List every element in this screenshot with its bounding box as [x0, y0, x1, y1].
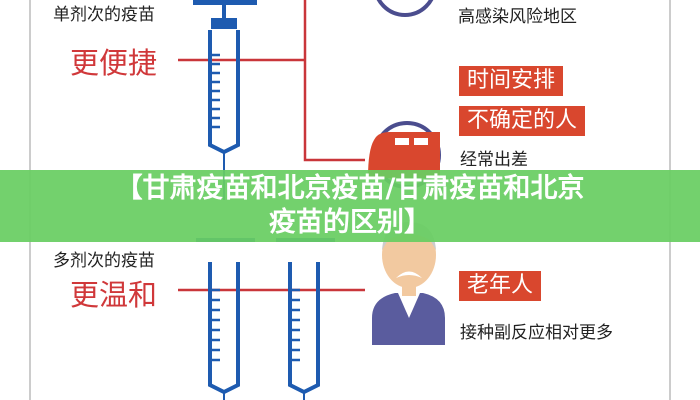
single-dose-benefit: 更便捷: [70, 46, 158, 80]
multi-dose-label: 多剂次的疫苗: [53, 251, 155, 271]
tag-elderly: 老年人: [459, 271, 542, 301]
title-banner: 【甘肃疫苗和北京疫苗/甘肃疫苗和北京 疫苗的区别】: [0, 170, 700, 242]
connector-lines: [178, 0, 365, 292]
area-text: 高感染风险地区: [458, 7, 577, 27]
banner-title-line2: 疫苗的区别】: [269, 207, 431, 238]
location-circle-icon: [376, 0, 434, 17]
tag-uncertain: 不确定的人: [459, 106, 586, 136]
travel-text: 经常出差: [460, 150, 528, 170]
single-dose-label: 单剂次的疫苗: [53, 5, 155, 25]
side-effect-note: 接种副反应相对更多: [460, 323, 613, 343]
syringe-icon: [276, 238, 335, 400]
multi-dose-benefit: 更温和: [70, 278, 158, 312]
banner-title-line1: 【甘肃疫苗和北京疫苗/甘肃疫苗和北京: [115, 173, 585, 204]
syringe-icon: [193, 0, 257, 200]
syringe-icon: [196, 238, 255, 400]
tag-schedule: 时间安排: [459, 66, 564, 96]
